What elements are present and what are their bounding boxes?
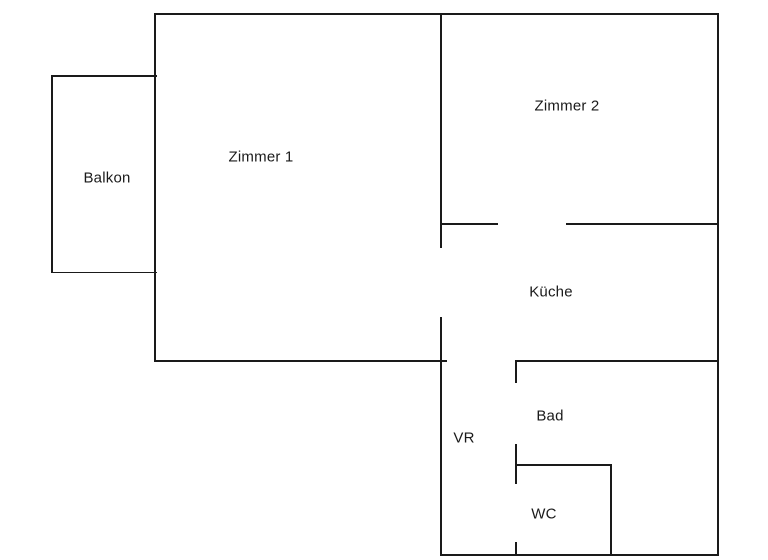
room-label-bad: Bad bbox=[536, 407, 564, 425]
room-label-wc: WC bbox=[531, 505, 557, 523]
room-label-vr: VR bbox=[453, 429, 475, 447]
room-label-zimmer2: Zimmer 2 bbox=[534, 97, 600, 115]
wall-bad-top bbox=[515, 360, 719, 362]
wall-balkon-left bbox=[51, 75, 53, 273]
wall-zimmer1-bottom bbox=[154, 360, 447, 362]
wall-outer-bottom bbox=[440, 554, 719, 556]
wall-divider-upper bbox=[440, 13, 442, 248]
wall-zimmer2-bottom-left bbox=[440, 223, 498, 225]
wall-balkon-bottom bbox=[51, 271, 157, 273]
wall-outer-top bbox=[155, 13, 719, 15]
wall-divider-lower bbox=[440, 317, 442, 556]
wall-balkon-top bbox=[51, 75, 157, 77]
room-label-kueche: Küche bbox=[529, 283, 573, 301]
wall-zimmer1-left bbox=[154, 13, 156, 362]
wall-wc-top bbox=[515, 464, 611, 466]
wall-zimmer2-bottom-right bbox=[566, 223, 719, 225]
room-label-zimmer1: Zimmer 1 bbox=[228, 148, 294, 166]
wall-wc-left-bottom bbox=[515, 542, 517, 556]
wall-outer-right bbox=[717, 13, 719, 556]
wall-wc-right bbox=[610, 464, 612, 556]
wall-bad-door-stub bbox=[515, 360, 517, 383]
room-label-balkon: Balkon bbox=[83, 169, 131, 187]
